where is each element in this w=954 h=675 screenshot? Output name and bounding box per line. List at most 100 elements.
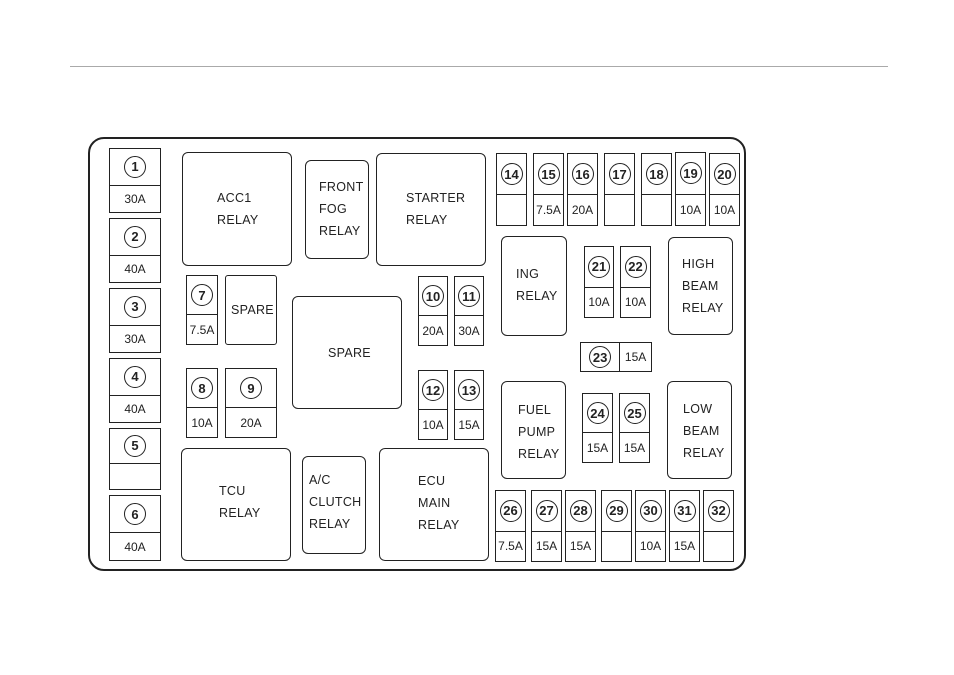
- fuse-rating: 15A: [566, 530, 595, 561]
- header-rule: [70, 66, 888, 67]
- relay-label-line: ING: [516, 267, 540, 281]
- fuse-number: 30: [639, 499, 662, 522]
- fuse-number: 18: [645, 163, 668, 186]
- relay-label-line: CLUTCH: [309, 495, 362, 509]
- relay-label-line: RELAY: [219, 506, 261, 520]
- fuse-number: 16: [571, 163, 594, 186]
- relay-label-line: SPARE: [231, 303, 274, 317]
- fuse-27[interactable]: 27 15A: [531, 490, 562, 562]
- fuse-rating: [642, 194, 671, 225]
- fuse-rating: 40A: [110, 254, 160, 282]
- fuse-rating: 20A: [419, 315, 447, 345]
- fuse-29[interactable]: 29: [601, 490, 632, 562]
- high-beam-relay[interactable]: HIGH BEAM RELAY: [668, 237, 733, 335]
- fuse-4[interactable]: 4 40A: [109, 358, 161, 423]
- fuse-24[interactable]: 24 15A: [582, 393, 613, 463]
- fuse-number: 26: [499, 499, 522, 522]
- spare-slot-large[interactable]: SPARE: [292, 296, 402, 409]
- fuse-number: 15: [537, 163, 560, 186]
- fuse-number: 7: [191, 284, 213, 307]
- fuse-7[interactable]: 7 7.5A: [186, 275, 218, 345]
- fuse-rating: [602, 530, 631, 561]
- relay-label-line: MAIN: [418, 496, 451, 510]
- fuse-32[interactable]: 32: [703, 490, 734, 562]
- fuse-14[interactable]: 14: [496, 153, 527, 226]
- fuse-2[interactable]: 2 40A: [109, 218, 161, 283]
- fuse-rating: 10A: [621, 286, 650, 317]
- fuel-pump-relay[interactable]: FUEL PUMP RELAY: [501, 381, 566, 479]
- fuse-rating: 30A: [110, 324, 160, 352]
- fuse-rating: 15A: [670, 530, 699, 561]
- fuse-number: 14: [500, 163, 523, 186]
- fuse-number: 13: [458, 379, 480, 402]
- fuse-21[interactable]: 21 10A: [584, 246, 614, 318]
- fuse-number: 10: [422, 285, 444, 308]
- tcu-relay[interactable]: TCU RELAY: [181, 448, 291, 561]
- ing-relay[interactable]: ING RELAY: [501, 236, 567, 336]
- fuse-16[interactable]: 16 20A: [567, 153, 598, 226]
- fuse-15[interactable]: 15 7.5A: [533, 153, 564, 226]
- relay-label-line: FOG: [319, 202, 347, 216]
- fuse-30[interactable]: 30 10A: [635, 490, 666, 562]
- fuse-rating: 20A: [568, 194, 597, 225]
- relay-label-line: ECU: [418, 474, 446, 488]
- fuse-rating: 15A: [620, 432, 649, 462]
- fuse-number: 21: [588, 255, 610, 278]
- fuse-23[interactable]: 23 15A: [580, 342, 652, 372]
- relay-label-line: RELAY: [406, 213, 448, 227]
- fuse-17[interactable]: 17: [604, 153, 635, 226]
- fuse-3[interactable]: 3 30A: [109, 288, 161, 353]
- fuse-31[interactable]: 31 15A: [669, 490, 700, 562]
- fuse-10[interactable]: 10 20A: [418, 276, 448, 346]
- starter-relay[interactable]: STARTER RELAY: [376, 153, 486, 266]
- relay-label-line: RELAY: [683, 446, 725, 460]
- fuse-number: 2: [124, 225, 146, 248]
- fuse-number: 22: [624, 255, 647, 278]
- ac-clutch-relay[interactable]: A/C CLUTCH RELAY: [302, 456, 366, 554]
- fuse-9[interactable]: 9 20A: [225, 368, 277, 438]
- fuse-number: 1: [124, 155, 146, 178]
- fuse-5[interactable]: 5: [109, 428, 161, 490]
- fuse-rating: 15A: [583, 432, 612, 462]
- fuse-rating: 10A: [419, 409, 447, 439]
- fuse-1[interactable]: 1 30A: [109, 148, 161, 213]
- fuse-12[interactable]: 12 10A: [418, 370, 448, 440]
- fuse-number: 20: [713, 163, 736, 186]
- relay-label-line: RELAY: [217, 213, 259, 227]
- fuse-rating: 7.5A: [187, 314, 217, 344]
- fuse-11[interactable]: 11 30A: [454, 276, 484, 346]
- low-beam-relay[interactable]: LOW BEAM RELAY: [667, 381, 732, 479]
- fuse-6[interactable]: 6 40A: [109, 495, 161, 561]
- relay-label-line: BEAM: [683, 424, 720, 438]
- fuse-number: 12: [422, 379, 444, 402]
- ecu-main-relay[interactable]: ECU MAIN RELAY: [379, 448, 489, 561]
- fuse-18[interactable]: 18: [641, 153, 672, 226]
- fuse-number: 8: [191, 377, 213, 400]
- relay-label-line: ACC1: [217, 191, 252, 205]
- front-fog-relay[interactable]: FRONT FOG RELAY: [305, 160, 369, 259]
- relay-label-line: FUEL: [518, 403, 552, 417]
- fuse-number: 9: [240, 377, 262, 400]
- fuse-rating: 15A: [532, 530, 561, 561]
- fuse-rating: 30A: [455, 315, 483, 345]
- fuse-25[interactable]: 25 15A: [619, 393, 650, 463]
- fuse-20[interactable]: 20 10A: [709, 153, 740, 226]
- spare-slot-small[interactable]: SPARE: [225, 275, 277, 345]
- fuse-number: 19: [679, 162, 702, 185]
- fuse-number: 3: [124, 295, 146, 318]
- fuse-rating: 10A: [585, 286, 613, 317]
- fuse-number: 6: [124, 503, 146, 526]
- fuse-rating: 40A: [110, 394, 160, 422]
- relay-label-line: SPARE: [328, 346, 371, 360]
- fuse-26[interactable]: 26 7.5A: [495, 490, 526, 562]
- fuse-8[interactable]: 8 10A: [186, 368, 218, 438]
- acc1-relay[interactable]: ACC1 RELAY: [182, 152, 292, 266]
- relay-label-line: RELAY: [309, 517, 351, 531]
- fuse-28[interactable]: 28 15A: [565, 490, 596, 562]
- fuse-19[interactable]: 19 10A: [675, 152, 706, 226]
- fuse-number: 27: [535, 499, 558, 522]
- fuse-rating: 10A: [187, 407, 217, 437]
- fuse-rating: 7.5A: [534, 194, 563, 225]
- fuse-13[interactable]: 13 15A: [454, 370, 484, 440]
- fuse-22[interactable]: 22 10A: [620, 246, 651, 318]
